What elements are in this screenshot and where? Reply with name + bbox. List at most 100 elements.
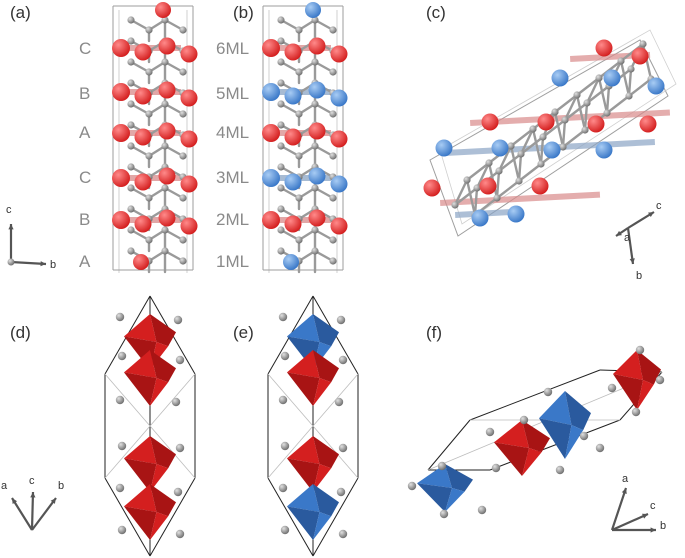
axis-arrow (31, 497, 57, 531)
octahedron (565, 425, 584, 459)
gray-atom (329, 194, 337, 202)
gray-atom (329, 152, 337, 160)
gray-atom (175, 443, 185, 453)
gray-atom (295, 194, 303, 202)
axis-label-b: b (660, 520, 667, 532)
octahedron (150, 484, 176, 517)
octahedron (124, 436, 157, 464)
bond (605, 84, 611, 115)
monolayer-label: 6ML (216, 39, 250, 58)
gray-atom (491, 463, 501, 473)
red-atom (330, 217, 348, 235)
red-atom (180, 89, 198, 107)
gray-atom (277, 247, 285, 255)
gray-atom (485, 159, 493, 167)
panel-label-f: (f) (426, 323, 443, 342)
octahedron (313, 512, 332, 540)
gray-atom (515, 177, 523, 185)
gray-atom (617, 57, 625, 65)
red-atom (134, 43, 152, 61)
axis-label-c: c (650, 500, 656, 512)
red-atom (262, 124, 280, 142)
gray-atom (439, 509, 449, 519)
layer-plane (277, 175, 331, 181)
gray-atom (171, 397, 181, 407)
gray-atom (473, 184, 481, 192)
axis-arrow (611, 512, 649, 532)
octahedron (565, 391, 591, 431)
red-atom (180, 130, 198, 148)
gray-atom (639, 40, 647, 48)
gray-atom (127, 100, 135, 108)
octahedron (287, 314, 320, 342)
gray-atom (117, 441, 127, 451)
cell-edge (427, 419, 471, 471)
octahedron (494, 420, 529, 448)
gray-atom (179, 194, 187, 202)
polyhedra-d (104, 295, 196, 557)
octahedron (313, 464, 332, 492)
gray-atom (579, 431, 589, 441)
panel-label-d: (d) (10, 323, 31, 342)
gray-atom (463, 176, 471, 184)
gray-atom (161, 100, 169, 108)
bond (539, 135, 545, 166)
bond (531, 127, 543, 166)
bond (627, 77, 653, 98)
red-atom (112, 39, 130, 57)
gray-atom (175, 355, 185, 365)
bond (627, 67, 633, 98)
gray-atom (278, 483, 288, 493)
bond (563, 101, 589, 122)
cell-outline (429, 39, 669, 237)
blue-atom (330, 89, 348, 107)
bond (553, 93, 579, 114)
gray-atom (529, 125, 537, 133)
gray-atom (127, 16, 135, 24)
red-atom (330, 45, 348, 63)
red-atom (330, 130, 348, 148)
bond (509, 144, 521, 183)
bond (517, 162, 543, 183)
red-atom (158, 37, 176, 55)
octahedron (150, 436, 176, 469)
cell-edge (312, 477, 359, 557)
red-atom (587, 115, 605, 133)
octahedron (313, 314, 339, 347)
gray-atom (277, 184, 285, 192)
blue-atom (595, 141, 613, 159)
stacking-label: A (79, 123, 91, 142)
gray-atom (311, 142, 319, 150)
red-atom (262, 39, 280, 57)
cell-edge-back (104, 373, 196, 479)
gray-atom (338, 355, 348, 365)
red-atom (180, 217, 198, 235)
octahedron (150, 314, 176, 347)
bond (509, 127, 535, 148)
red-atom (112, 211, 130, 229)
blue-atom (603, 69, 621, 87)
axis-arrow (626, 227, 635, 265)
gray-atom (277, 226, 285, 234)
octahedron (124, 506, 157, 540)
blue-atom (283, 254, 299, 270)
red-atom (112, 83, 130, 101)
gray-atom (493, 194, 501, 202)
red-atom (158, 81, 176, 99)
panel-label-b: (b) (233, 3, 254, 22)
gray-atom (145, 152, 153, 160)
red-atom (537, 113, 555, 131)
axis-label-b: b (50, 259, 57, 271)
axis-arrow (10, 260, 47, 266)
gray-atom (277, 100, 285, 108)
bond (497, 144, 513, 173)
gray-atom (127, 247, 135, 255)
gray-atom (295, 110, 303, 118)
octahedron (287, 436, 320, 464)
axis-label-b: b (636, 270, 643, 282)
red-atom (308, 122, 326, 140)
gray-atom (437, 461, 447, 471)
gray-atom (329, 68, 337, 76)
bond (561, 118, 567, 149)
